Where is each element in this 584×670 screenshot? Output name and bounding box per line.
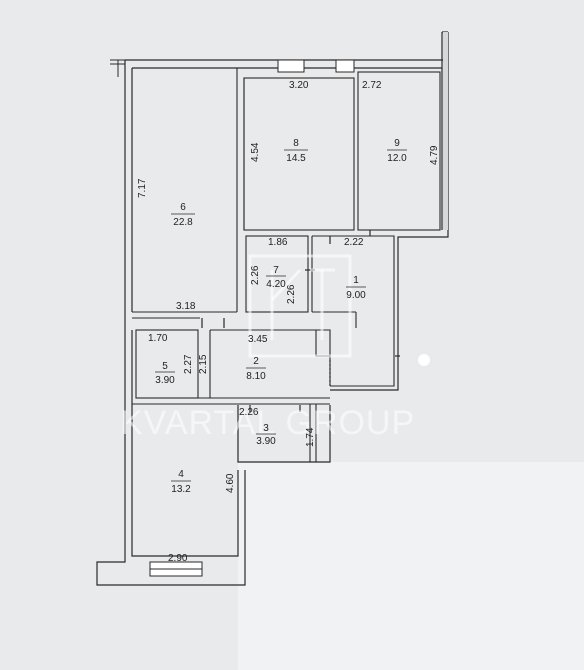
room-7: 7 4.20 bbox=[266, 265, 286, 290]
dim-label: 1.74 bbox=[305, 427, 316, 447]
room-number: 1 bbox=[353, 275, 359, 286]
dim-label: 3.18 bbox=[176, 301, 196, 312]
room-2: 2 8.10 bbox=[246, 356, 266, 382]
room-9: 9 12.0 bbox=[387, 138, 407, 164]
dim-label: 1.86 bbox=[268, 237, 288, 248]
room-number: 7 bbox=[273, 265, 279, 276]
room-area: 22.8 bbox=[173, 217, 193, 228]
room-number: 2 bbox=[253, 356, 259, 367]
dim-label: 4.60 bbox=[225, 473, 236, 493]
room-area: 3.90 bbox=[256, 436, 276, 447]
room-3: 3 3.90 bbox=[256, 423, 276, 447]
room-number: 6 bbox=[180, 202, 186, 213]
paper-overlay bbox=[238, 462, 584, 670]
dim-label: 2.22 bbox=[344, 237, 364, 248]
room-area: 3.90 bbox=[155, 375, 175, 386]
room-1: 1 9.00 bbox=[346, 275, 366, 301]
windows bbox=[110, 59, 355, 577]
dim-label: 3.20 bbox=[289, 80, 309, 91]
watermark-logo bbox=[248, 254, 352, 358]
room-number: 5 bbox=[162, 361, 168, 372]
room-area: 9.00 bbox=[346, 290, 366, 301]
room-area: 4.20 bbox=[266, 279, 286, 290]
dim-label: 4.54 bbox=[250, 142, 261, 162]
dim-label: 2.15 bbox=[198, 354, 209, 374]
room-area: 13.2 bbox=[171, 484, 191, 495]
marker-icon bbox=[418, 354, 430, 366]
room-5: 5 3.90 bbox=[155, 361, 175, 386]
dim-label: 2.26 bbox=[239, 407, 259, 418]
dim-label: 2.27 bbox=[183, 354, 194, 374]
dim-label: 2.26 bbox=[286, 284, 297, 304]
room-number: 9 bbox=[394, 138, 400, 149]
dim-label: 7.17 bbox=[137, 178, 148, 198]
room-area: 8.10 bbox=[246, 371, 266, 382]
dim-label: 1.70 bbox=[148, 333, 168, 344]
room-number: 4 bbox=[178, 469, 184, 480]
dim-label: 2.72 bbox=[362, 80, 382, 91]
room-area: 14.5 bbox=[286, 153, 306, 164]
inner-walls bbox=[132, 68, 441, 462]
room-4: 4 13.2 bbox=[171, 469, 191, 495]
dimension-labels: 3.20 2.72 4.54 4.79 7.17 1.86 2.22 2.26 … bbox=[137, 80, 440, 564]
room-labels: 1 9.00 2 8.10 3 3.90 4 13.2 5 3.90 6 22.… bbox=[155, 138, 407, 495]
room-number: 3 bbox=[263, 423, 269, 434]
dim-label: 2.90 bbox=[168, 553, 188, 564]
dim-label: 2.26 bbox=[250, 265, 261, 285]
dim-label: 4.79 bbox=[429, 145, 440, 165]
watermark-text: KVARTAL GROUP bbox=[120, 404, 415, 442]
room-area: 12.0 bbox=[387, 153, 407, 164]
room-number: 8 bbox=[293, 138, 299, 149]
room-8: 8 14.5 bbox=[284, 138, 308, 164]
dim-label: 3.45 bbox=[248, 334, 268, 345]
wall-fill bbox=[443, 32, 448, 230]
room-6: 6 22.8 bbox=[171, 202, 195, 228]
